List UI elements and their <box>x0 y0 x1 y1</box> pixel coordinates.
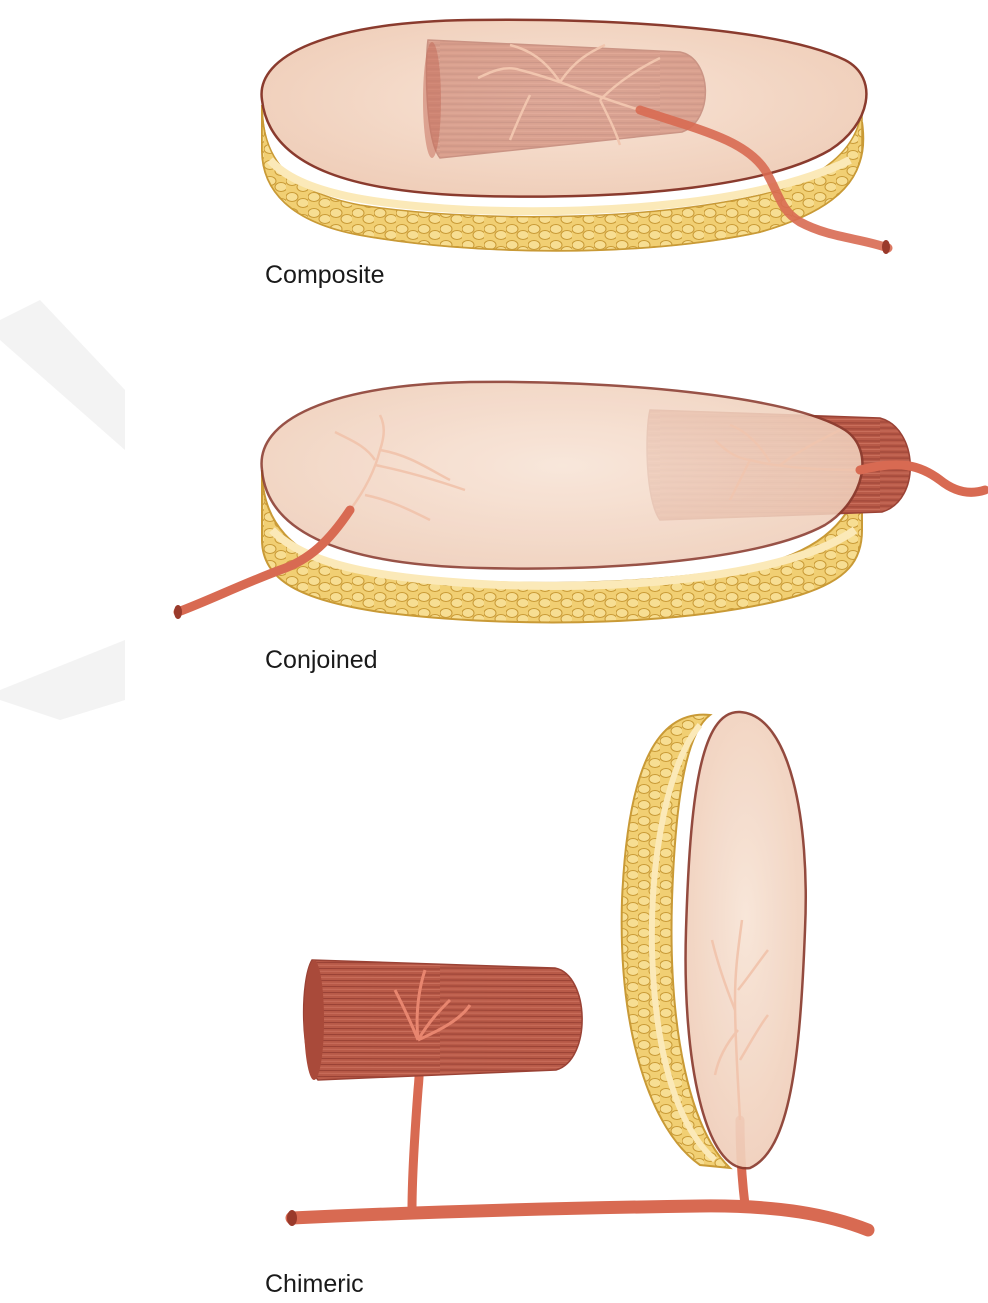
composite-label: Composite <box>265 261 385 289</box>
chimeric-main-vessel <box>292 1206 868 1230</box>
composite-flap <box>262 20 890 254</box>
chimeric-skin-paddle <box>686 712 806 1168</box>
chimeric-flap <box>287 712 868 1230</box>
watermark-mark <box>0 300 125 720</box>
chimeric-muscle <box>304 960 583 1080</box>
conjoined-label: Conjoined <box>265 646 378 674</box>
conjoined-flap <box>174 382 985 623</box>
chimeric-label: Chimeric <box>265 1270 364 1298</box>
conjoined-skin-paddle <box>262 382 863 569</box>
